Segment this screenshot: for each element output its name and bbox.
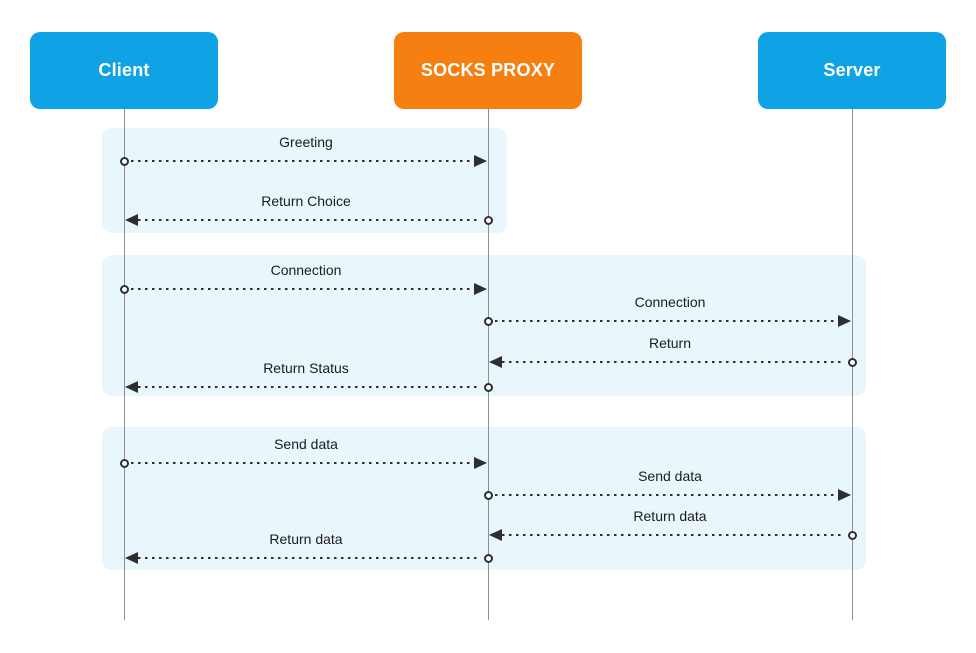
arrowhead-icon bbox=[474, 155, 487, 167]
participant-server: Server bbox=[758, 32, 946, 109]
arrowhead-icon bbox=[489, 356, 502, 368]
message-label: Greeting bbox=[279, 134, 333, 150]
arrowhead-icon bbox=[489, 529, 502, 541]
message-arrow-line bbox=[138, 386, 481, 388]
lifeline-socks-proxy bbox=[488, 109, 489, 620]
arrow-start-circle-icon bbox=[483, 490, 493, 500]
arrow-start-circle-icon bbox=[483, 316, 493, 326]
arrow-start-circle-icon bbox=[483, 553, 493, 563]
message-label: Send data bbox=[638, 468, 702, 484]
message-label: Return data bbox=[269, 531, 343, 547]
message-arrow-line bbox=[131, 462, 474, 464]
participant-server-label: Server bbox=[823, 60, 881, 80]
message-arrow-line bbox=[495, 494, 838, 496]
participant-client: Client bbox=[30, 32, 218, 109]
message-label: Return Choice bbox=[261, 193, 351, 209]
sequence-band bbox=[102, 427, 866, 570]
arrow-start-circle-icon bbox=[119, 156, 129, 166]
arrow-start-circle-icon bbox=[119, 458, 129, 468]
arrow-start-circle-icon bbox=[483, 382, 493, 392]
arrowhead-icon bbox=[125, 214, 138, 226]
message-label: Return Status bbox=[263, 360, 349, 376]
message-label: Connection bbox=[634, 294, 706, 310]
arrowhead-icon bbox=[125, 552, 138, 564]
message-arrow-line bbox=[138, 219, 481, 221]
message-arrow-line bbox=[131, 288, 474, 290]
message-label: Send data bbox=[274, 436, 338, 452]
lifeline-client bbox=[124, 109, 125, 620]
arrow-start-circle-icon bbox=[847, 357, 857, 367]
message-arrow-line bbox=[131, 160, 474, 162]
message-arrow-line bbox=[495, 320, 838, 322]
arrow-start-circle-icon bbox=[119, 284, 129, 294]
message-arrow-line bbox=[502, 361, 845, 363]
participant-socks-proxy: SOCKS PROXY bbox=[394, 32, 582, 109]
arrowhead-icon bbox=[838, 489, 851, 501]
message-arrow-line bbox=[138, 557, 481, 559]
arrow-start-circle-icon bbox=[847, 530, 857, 540]
arrowhead-icon bbox=[125, 381, 138, 393]
message-label: Return bbox=[648, 335, 692, 351]
participant-socks-proxy-label: SOCKS PROXY bbox=[420, 60, 556, 80]
sequence-band bbox=[102, 128, 507, 233]
participant-client-label: Client bbox=[98, 60, 150, 80]
message-label: Return data bbox=[633, 508, 707, 524]
arrow-start-circle-icon bbox=[483, 215, 493, 225]
arrowhead-icon bbox=[838, 315, 851, 327]
arrowhead-icon bbox=[474, 283, 487, 295]
message-arrow-line bbox=[502, 534, 845, 536]
message-label: Connection bbox=[270, 262, 342, 278]
arrowhead-icon bbox=[474, 457, 487, 469]
sequence-band bbox=[102, 255, 866, 396]
